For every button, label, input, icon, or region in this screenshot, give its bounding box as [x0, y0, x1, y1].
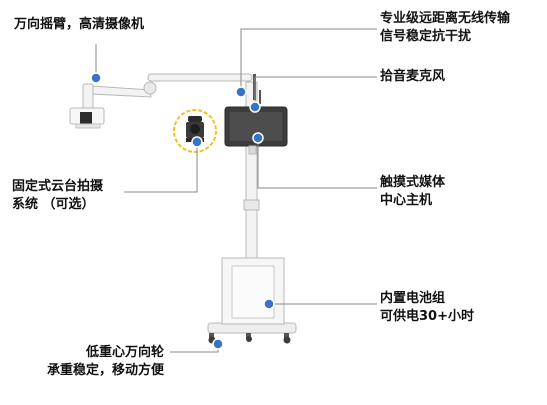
- column-collar: [243, 199, 260, 211]
- label-ptz-line-1: 固定式云台拍摄: [12, 179, 104, 194]
- label-mic-line-1: 拾音麦克风: [380, 69, 446, 84]
- callout-dot-wireless: [235, 86, 247, 98]
- callout-dot-mic: [249, 101, 261, 113]
- label-host: 触摸式媒体 中心主机: [380, 174, 445, 210]
- microphone-icon: [259, 90, 261, 104]
- label-arm-camera: 万向摇臂，高清摄像机: [14, 16, 144, 34]
- callout-dot-host: [252, 132, 264, 144]
- label-host-line-1: 触摸式媒体: [380, 175, 446, 190]
- wheel-icon-right: [283, 333, 291, 344]
- arm-joint: [143, 81, 157, 95]
- arm-drop-link: [82, 83, 94, 111]
- label-ptz: 固定式云台拍摄 系统 （可选）: [12, 178, 103, 214]
- hd-camera-icon: [69, 107, 105, 129]
- callout-line-host: [257, 138, 377, 189]
- callout-dot-arm: [90, 72, 102, 84]
- cart-drawing: [69, 73, 297, 344]
- callout-lines: [95, 28, 377, 353]
- callout-line-wireless: [240, 28, 377, 92]
- callout-dots: [90, 72, 275, 350]
- label-wireless-line-2: 信号稳定抗干扰: [380, 29, 472, 44]
- label-arm-camera-line-1: 万向摇臂，高清摄像机: [14, 17, 145, 32]
- label-wireless: 专业级远距离无线传输 信号稳定抗干扰: [380, 10, 510, 46]
- cabinet-door: [231, 265, 275, 319]
- label-battery-line-2: 可供电30+小时: [380, 309, 474, 324]
- label-wheels-line-1: 低重心万向轮: [85, 345, 164, 360]
- label-host-line-2: 中心主机: [380, 193, 433, 208]
- label-battery-line-1: 内置电池组: [380, 291, 446, 306]
- wheel-icon-center: [246, 333, 252, 342]
- label-wireless-line-1: 专业级远距离无线传输: [380, 11, 511, 26]
- monitor-mount: [248, 145, 257, 155]
- label-mic: 拾音麦克风: [380, 68, 445, 86]
- label-wheels-line-2: 承重稳定，移动方便: [46, 363, 164, 378]
- arm-segment-upper: [147, 73, 253, 82]
- callout-line-mic: [254, 76, 377, 107]
- callout-line-wheels: [170, 344, 219, 353]
- callout-dot-wheels: [212, 338, 224, 350]
- ptz-highlight-ring: [173, 109, 217, 153]
- label-battery: 内置电池组 可供电30+小时: [380, 290, 474, 326]
- label-ptz-line-2: 系统 （可选）: [12, 197, 95, 212]
- callout-dot-battery: [263, 298, 275, 310]
- label-wheels: 低重心万向轮 承重稳定，移动方便: [18, 344, 164, 380]
- callout-dot-ptz: [191, 136, 203, 148]
- support-column: [245, 81, 258, 259]
- arm-segment-lower: [91, 85, 152, 98]
- callout-line-ptz: [124, 142, 198, 193]
